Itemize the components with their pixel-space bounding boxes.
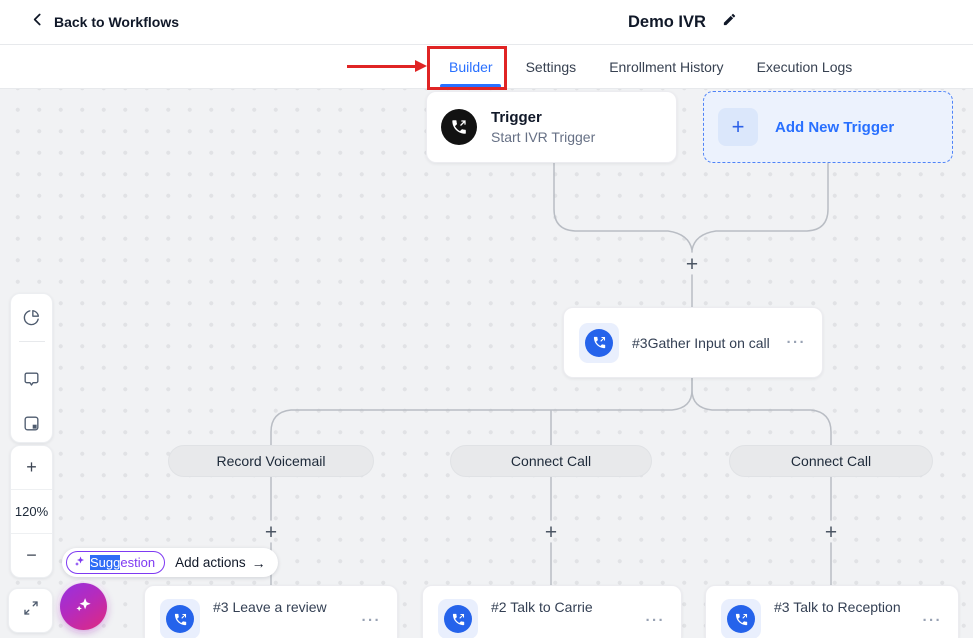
sparkles-icon <box>74 595 93 619</box>
suggestion-toolbar: Suggestion Add actions → <box>62 548 278 577</box>
tab-settings[interactable]: Settings <box>525 59 577 75</box>
workflow-title-wrap: Demo IVR <box>628 0 737 44</box>
tab-enrollment-history[interactable]: Enrollment History <box>609 59 724 75</box>
node-talk-to-carrie[interactable]: #2 Talk to Carrie ··· <box>422 585 682 638</box>
trigger-subtitle: Start IVR Trigger <box>491 129 596 145</box>
active-tab-underline <box>440 84 501 88</box>
top-header: Back to Workflows Demo IVR <box>0 0 973 45</box>
annotation-arrow-line <box>347 65 417 68</box>
sparkles-icon <box>74 554 86 572</box>
canvas-tools-panel <box>10 293 53 443</box>
workflow-canvas[interactable]: Trigger Start IVR Trigger + Add New Trig… <box>0 89 973 638</box>
branch-pill-connect-call-2[interactable]: Connect Call <box>729 445 933 477</box>
phone-call-icon <box>166 605 194 633</box>
node-menu-dots[interactable]: ··· <box>361 612 381 629</box>
ai-assistant-fab[interactable] <box>60 583 107 630</box>
node-icon-box <box>160 599 200 638</box>
phone-trigger-icon <box>441 109 477 145</box>
phone-call-icon <box>585 328 613 357</box>
zoom-in-button[interactable]: + <box>26 457 37 477</box>
tab-bar: Builder Settings Enrollment History Exec… <box>0 45 973 89</box>
phone-call-icon <box>444 605 472 633</box>
suggestion-label: Suggestion <box>90 555 156 570</box>
panel-divider <box>18 341 45 342</box>
page-title: Demo IVR <box>628 12 706 31</box>
tab-builder[interactable]: Builder <box>449 59 493 75</box>
stats-pie-icon[interactable] <box>22 307 42 327</box>
node-label: #2 Talk to Carrie <box>491 599 593 615</box>
zoom-level[interactable]: 120% <box>11 489 52 533</box>
node-icon-box <box>721 599 761 638</box>
comment-bubble-icon[interactable] <box>22 369 42 389</box>
trigger-texts: Trigger Start IVR Trigger <box>491 109 595 145</box>
expand-arrows-icon <box>22 599 40 622</box>
chevron-left-icon <box>30 12 45 32</box>
back-to-workflows-button[interactable]: Back to Workflows <box>30 0 179 44</box>
add-actions-button[interactable]: Add actions → <box>175 554 266 571</box>
add-action-plus-button[interactable]: + <box>685 252 699 276</box>
node-menu-dots[interactable]: ··· <box>922 612 942 629</box>
node-label: #3 Talk to Reception <box>774 599 901 615</box>
zoom-panel: + 120% − <box>10 445 53 578</box>
back-label: Back to Workflows <box>54 14 179 30</box>
annotation-arrow-head <box>415 60 427 72</box>
node-menu-dots[interactable]: ··· <box>786 334 806 351</box>
trigger-title: Trigger <box>491 109 542 126</box>
sticky-note-icon[interactable] <box>22 413 42 433</box>
branch-pill-record-voicemail[interactable]: Record Voicemail <box>168 445 374 477</box>
node-menu-dots[interactable]: ··· <box>645 612 665 629</box>
node-icon-box <box>579 322 619 363</box>
node-icon-box <box>438 599 478 638</box>
edit-pencil-icon[interactable] <box>722 12 737 32</box>
node-label: #3Gather Input on call <box>632 334 770 351</box>
fullscreen-button[interactable] <box>8 588 53 633</box>
branch-add-plus-1[interactable]: + <box>544 520 558 544</box>
add-new-trigger-label: Add New Trigger <box>775 118 895 136</box>
gather-input-node[interactable]: #3Gather Input on call ··· <box>563 307 823 378</box>
trigger-node[interactable]: Trigger Start IVR Trigger <box>426 91 677 163</box>
phone-call-icon <box>727 605 755 633</box>
node-label: #3 Leave a review <box>213 599 327 615</box>
zoom-out-button[interactable]: − <box>11 533 52 577</box>
add-new-trigger-button[interactable]: + Add New Trigger <box>703 91 953 163</box>
suggestion-chip[interactable]: Suggestion <box>66 551 166 574</box>
branch-add-plus-0[interactable]: + <box>264 520 278 544</box>
plus-icon: + <box>718 108 758 146</box>
connector-lines <box>270 162 832 586</box>
node-talk-to-reception[interactable]: #3 Talk to Reception ··· <box>705 585 959 638</box>
arrow-right-icon: → <box>251 554 266 571</box>
branch-add-plus-2[interactable]: + <box>824 520 838 544</box>
tab-execution-logs[interactable]: Execution Logs <box>756 59 853 75</box>
node-leave-a-review[interactable]: #3 Leave a review ··· <box>144 585 398 638</box>
branch-pill-connect-call-1[interactable]: Connect Call <box>450 445 652 477</box>
tabs: Builder Settings Enrollment History Exec… <box>449 45 852 89</box>
